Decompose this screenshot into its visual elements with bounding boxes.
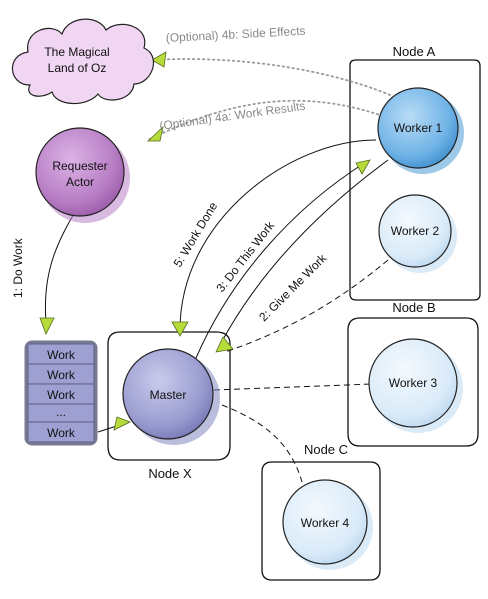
requester-line-2: Actor [66, 175, 94, 189]
worker-3 [368, 338, 463, 433]
arrowhead-give-me-work [215, 336, 234, 353]
edge-master-worker3 [213, 383, 373, 391]
node-x-label: Node X [148, 466, 192, 481]
queue-cell [27, 421, 95, 443]
node-x-box [107, 331, 231, 461]
arrowhead-work-done [171, 321, 189, 337]
worker-1-label: Worker 1 [394, 121, 443, 135]
queue-item: ... [56, 405, 66, 419]
arrowhead-do-this-work [355, 159, 371, 175]
worker-2-label: Worker 2 [391, 224, 440, 238]
arrowhead-queue-to-master [113, 416, 131, 431]
worker-4 [282, 479, 373, 570]
cloud-line-2: Land of Oz [48, 61, 107, 75]
edge-work-results [147, 99, 384, 141]
node-b-box [347, 317, 479, 447]
node-a-label: Node A [393, 44, 436, 59]
node-b-label: Node B [392, 300, 435, 315]
arrowhead-do-work [39, 317, 55, 335]
edge-master-worker2 [224, 259, 389, 353]
master-actor [122, 348, 220, 445]
node-c-label: Node C [304, 442, 348, 457]
requester-line-1: Requester [52, 159, 107, 173]
cloud-line-1: The Magical [44, 45, 109, 59]
label-work-results: (Optional) 4a: Work Results [158, 99, 306, 133]
edge-give-me-work [219, 159, 389, 346]
label-give-me-work: 2: Give Me Work [256, 250, 330, 324]
work-queue [24, 340, 98, 446]
node-a-box [349, 59, 481, 301]
queue-item: Work [47, 368, 76, 382]
worker-4-label: Worker 4 [301, 516, 350, 530]
edge-master-worker4 [221, 404, 303, 483]
queue-item: Work [47, 388, 76, 402]
worker-2 [378, 194, 457, 273]
label-side-effects: (Optional) 4b: Side Effects [165, 24, 305, 45]
label-do-this-work: 3: Do This Work [213, 218, 277, 295]
master-label: Master [150, 388, 187, 402]
node-c-box [261, 461, 381, 581]
queue-item: Work [47, 426, 76, 440]
label-do-work: 1: Do Work [11, 237, 25, 298]
oz-cloud [11, 18, 155, 105]
arrowhead-side-effects [151, 51, 167, 68]
worker-1 [377, 87, 464, 174]
worker-3-label: Worker 3 [389, 376, 438, 390]
edge-work-done [179, 139, 377, 331]
edge-do-this-work [195, 161, 367, 359]
edge-side-effects [151, 58, 391, 96]
requester-actor [35, 127, 130, 223]
queue-item: Work [47, 348, 76, 362]
arrowhead-work-results [146, 125, 164, 142]
